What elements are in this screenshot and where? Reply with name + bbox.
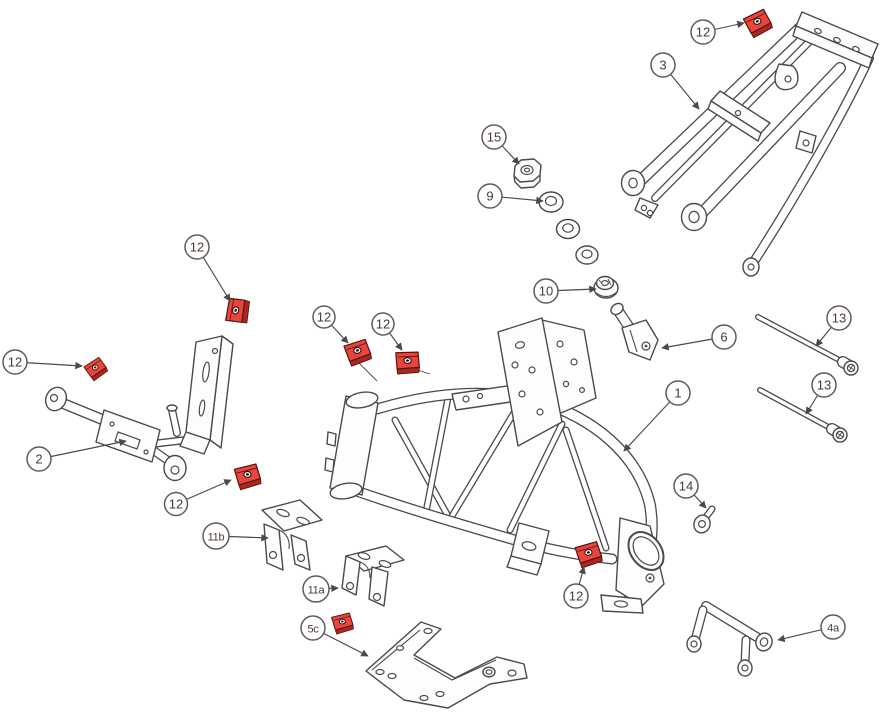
callout-label: 1 — [674, 386, 681, 401]
callout-1[interactable]: 1 — [665, 380, 691, 406]
part-link-4a — [686, 601, 773, 677]
callout-12-bottom[interactable]: 12 — [563, 583, 589, 609]
callout-2[interactable]: 2 — [26, 446, 52, 472]
callout-label: 4a — [827, 623, 840, 635]
callout-4a[interactable]: 4a — [820, 614, 846, 640]
part-left-engine-mount — [44, 335, 234, 482]
callout-label: 12 — [190, 240, 204, 255]
callout-label: 5c — [307, 624, 319, 636]
callout-label: 12 — [8, 355, 22, 370]
part-rear-subframe — [620, 11, 879, 277]
leader-line — [623, 392, 679, 452]
highlighted-clamp-12-upper-left[interactable] — [222, 294, 254, 328]
callout-label: 12 — [317, 310, 331, 325]
part-socket-bolt-lower — [757, 387, 848, 443]
callout-12-mid-a[interactable]: 12 — [312, 305, 336, 329]
part-mount-bracket-6 — [610, 302, 659, 361]
callout-label: 2 — [35, 452, 42, 467]
callout-label: 9 — [486, 189, 493, 204]
callout-12-upper-left[interactable]: 12 — [184, 234, 210, 260]
callout-12-left[interactable]: 12 — [2, 349, 28, 375]
callout-label: 12 — [376, 317, 390, 332]
callout-12-lower-left[interactable]: 12 — [163, 491, 189, 517]
callout-12-mid-b[interactable]: 12 — [371, 312, 395, 336]
callout-15[interactable]: 15 — [481, 124, 507, 150]
highlighted-clamp-12-lower-left[interactable] — [233, 463, 262, 491]
highlighted-clamp-12-left[interactable] — [82, 355, 110, 383]
callout-9[interactable]: 9 — [477, 183, 503, 209]
callout-3[interactable]: 3 — [650, 52, 676, 78]
part-socket-bolt-upper — [755, 314, 859, 376]
callouts: 12 3 15 9 10 6 13 13 1 2 12 12 12 12 12 … — [2, 19, 852, 641]
callout-6[interactable]: 6 — [711, 324, 737, 350]
highlighted-clamps — [82, 7, 775, 635]
callout-5c[interactable]: 5c — [300, 615, 326, 641]
callout-11b[interactable]: 11b — [202, 522, 230, 550]
part-bracket-11b — [261, 499, 323, 571]
part-skid-plate — [365, 621, 528, 709]
callout-label: 15 — [487, 130, 501, 145]
highlighted-clamp-12-bottom[interactable] — [574, 540, 604, 570]
callout-13-lower[interactable]: 13 — [811, 372, 837, 398]
callout-label: 3 — [659, 58, 666, 73]
part-hardware-stack — [513, 158, 619, 299]
callout-label: 11b — [208, 532, 225, 544]
callout-label: 12 — [696, 25, 710, 40]
callout-14[interactable]: 14 — [673, 473, 699, 499]
leader-line — [38, 438, 127, 460]
callout-11a[interactable]: 11a — [302, 575, 330, 603]
callout-label: 11a — [308, 585, 326, 597]
callout-13-upper[interactable]: 13 — [826, 305, 852, 331]
callout-label: 12 — [569, 589, 583, 604]
callout-10[interactable]: 10 — [533, 278, 559, 304]
highlighted-clip-5c[interactable] — [330, 612, 355, 635]
highlighted-clamp-12-subframe[interactable] — [741, 7, 775, 40]
callout-label: 13 — [832, 311, 846, 326]
callout-label: 6 — [720, 330, 727, 345]
part-tab-14 — [693, 505, 716, 534]
callout-label: 12 — [169, 497, 183, 512]
callout-label: 10 — [539, 284, 553, 299]
callout-label: 14 — [679, 479, 693, 494]
highlighted-clamp-12-mid-b[interactable] — [393, 349, 422, 377]
callout-12-subframe[interactable]: 12 — [690, 19, 716, 45]
callout-label: 13 — [817, 378, 831, 393]
part-bracket-11a — [341, 545, 405, 607]
